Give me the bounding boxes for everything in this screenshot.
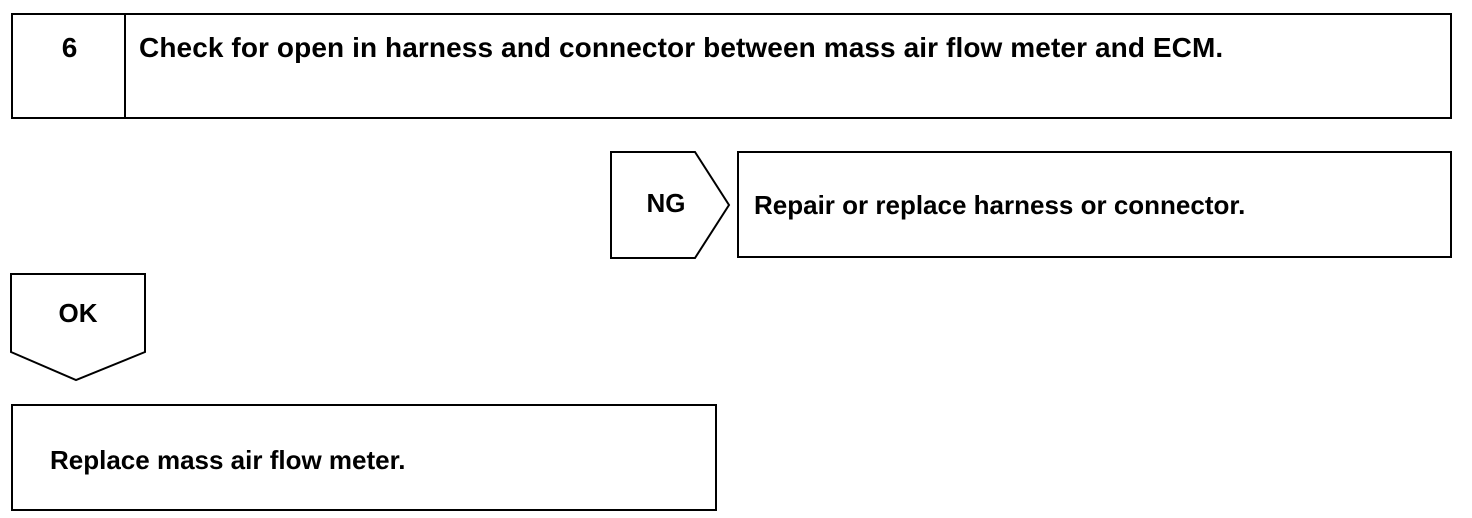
step-box: 6 Check for open in harness and connecto… [11, 13, 1452, 119]
ok-arrow-shape [10, 273, 146, 382]
action-text: Replace mass air flow meter. [50, 445, 406, 475]
step-number-cell: 6 [13, 15, 126, 117]
action-box: Replace mass air flow meter. [11, 404, 717, 511]
step-title: Check for open in harness and connector … [139, 32, 1224, 63]
ng-result-text: Repair or replace harness or connector. [754, 190, 1246, 220]
ng-arrow-shape [610, 151, 731, 259]
step-number: 6 [61, 32, 78, 63]
ok-label: OK [58, 298, 98, 328]
ng-result-box: Repair or replace harness or connector. [737, 151, 1452, 258]
ng-label: NG [646, 188, 686, 218]
